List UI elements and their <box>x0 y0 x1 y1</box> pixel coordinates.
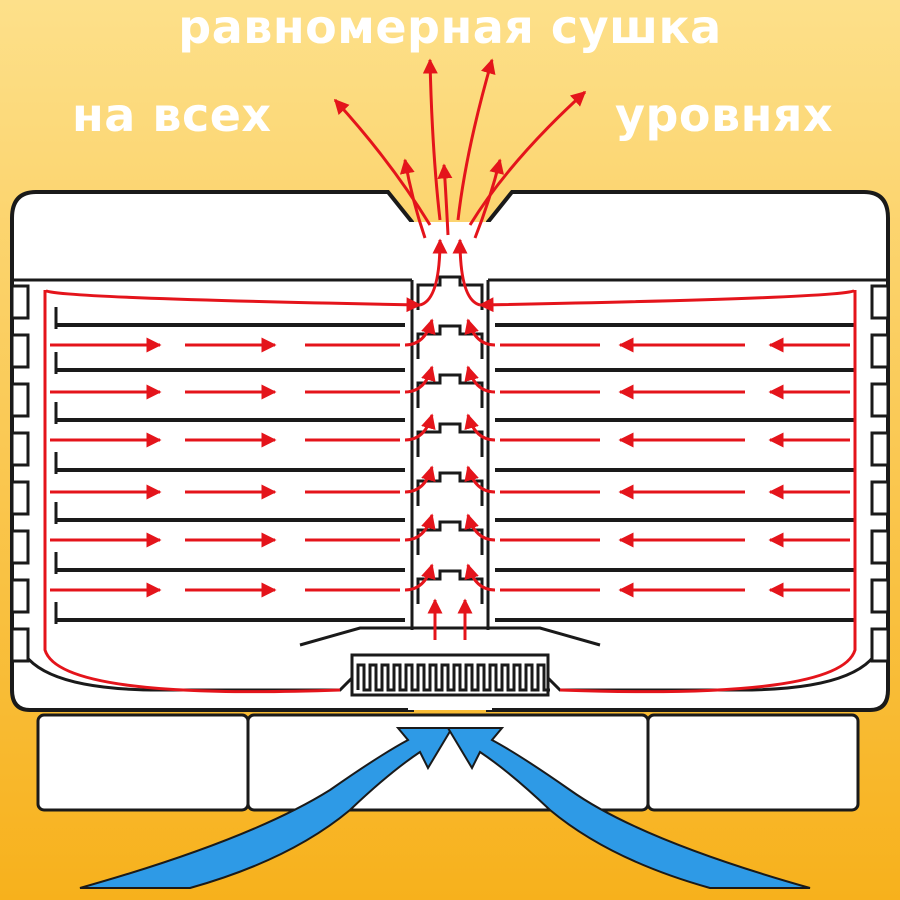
red-arrow-icon <box>464 318 496 347</box>
red-arrow-icon <box>404 513 436 542</box>
wall-notch-left <box>10 578 30 614</box>
red-arrow-icon <box>464 513 496 542</box>
red-arrow-icon <box>404 413 436 442</box>
red-arrow-icon <box>452 238 481 307</box>
red-arrow-icon <box>464 563 496 592</box>
red-arrow-icon <box>333 98 432 226</box>
red-arrow-icon <box>478 288 857 694</box>
wall-notch-left <box>10 333 30 369</box>
red-arrow-icon <box>437 163 453 236</box>
caption-line-1: равномерная сушка <box>178 0 722 54</box>
wall-notch-right <box>870 284 890 320</box>
red-arrow-icon <box>468 90 587 226</box>
wall-notch-right <box>870 627 890 663</box>
red-arrow-icon <box>464 465 496 494</box>
dryer-body <box>10 190 890 712</box>
red-arrow-icon <box>404 563 436 592</box>
red-arrow-icon <box>464 413 496 442</box>
wall-notch-left <box>10 529 30 565</box>
column-segment <box>416 373 484 408</box>
wall-notch-left <box>10 627 30 663</box>
wall-notch-right <box>870 578 890 614</box>
blue-arrow-icon <box>79 727 454 889</box>
red-arrow-icon <box>404 365 436 394</box>
wall-notch-right <box>870 382 890 418</box>
heating-element <box>350 653 550 697</box>
wall-notch-left <box>10 480 30 516</box>
red-arrow-icon <box>456 58 496 221</box>
caption-line-2-left: на всех <box>72 88 272 142</box>
red-arrow-icon <box>464 365 496 394</box>
base-stand <box>36 713 860 812</box>
red-arrow-icon <box>404 465 436 494</box>
wall-notch-left <box>10 431 30 467</box>
caption-line-2-right: уровнях <box>615 88 834 142</box>
column-segment <box>416 275 484 310</box>
red-arrow-icon <box>473 158 505 239</box>
hot-air-flow <box>43 58 857 694</box>
red-arrow-icon <box>422 58 442 221</box>
red-arrow-icon <box>399 158 427 239</box>
blue-arrow-icon <box>446 727 811 889</box>
drying-trays <box>54 307 857 624</box>
cold-air-inflow <box>79 727 811 889</box>
wall-notch-left <box>10 382 30 418</box>
wall-notch-right <box>870 431 890 467</box>
side-wall-notches <box>10 284 890 663</box>
wall-notch-right <box>870 333 890 369</box>
wall-notch-left <box>10 284 30 320</box>
red-arrow-icon <box>43 288 422 694</box>
wall-notch-right <box>870 480 890 516</box>
wall-notch-right <box>870 529 890 565</box>
red-arrow-icon <box>419 238 448 307</box>
red-arrow-icon <box>404 318 436 347</box>
